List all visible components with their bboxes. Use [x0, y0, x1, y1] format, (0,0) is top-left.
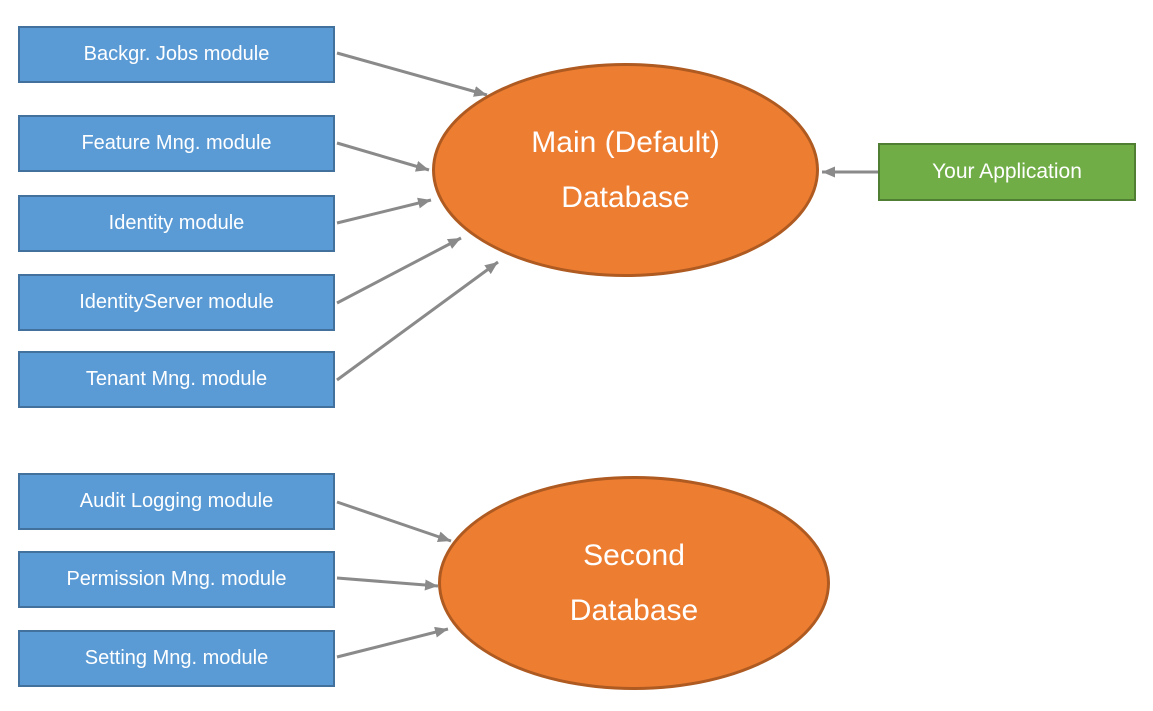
module-box-tenant-mng: Tenant Mng. module [18, 351, 335, 408]
database-label-line2: Database [569, 594, 699, 627]
arrow-identityserver-to-main-db [336, 236, 462, 305]
module-box-identityserver: IdentityServer module [18, 274, 335, 331]
arrow-backgr-jobs-to-main-db [336, 51, 488, 97]
arrow-setting-mng-to-second-db [336, 626, 449, 659]
module-label: Audit Logging module [79, 490, 274, 512]
your-application-box: Your Application [878, 143, 1136, 201]
module-label: Feature Mng. module [81, 132, 272, 154]
module-label: IdentityServer module [79, 291, 274, 313]
module-label: Permission Mng. module [66, 568, 287, 590]
arrow-feature-mng-to-main-db [336, 141, 430, 172]
arrow-tenant-mng-to-main-db [336, 260, 499, 382]
application-label: Your Application [932, 160, 1082, 183]
module-box-feature-mng: Feature Mng. module [18, 115, 335, 172]
arrow-audit-logging-to-second-db [336, 500, 452, 543]
arrow-identity-to-main-db [336, 197, 432, 225]
module-box-backgr-jobs: Backgr. Jobs module [18, 26, 335, 83]
module-box-setting-mng: Setting Mng. module [18, 630, 335, 687]
module-label: Tenant Mng. module [85, 368, 268, 390]
module-label: Identity module [108, 212, 245, 234]
module-label: Backgr. Jobs module [83, 43, 270, 65]
database-label-line2: Database [561, 181, 690, 214]
database-label-line1: Main (Default) [531, 125, 720, 159]
module-box-permission-mng: Permission Mng. module [18, 551, 335, 608]
module-box-identity: Identity module [18, 195, 335, 252]
database-label-line1: Second [583, 538, 685, 572]
module-box-audit-logging: Audit Logging module [18, 473, 335, 530]
module-label: Setting Mng. module [84, 647, 269, 669]
main-database-ellipse: Main (Default) Database [432, 63, 819, 277]
arrow-permission-mng-to-second-db [336, 576, 439, 591]
second-database-ellipse: Second Database [438, 476, 830, 690]
